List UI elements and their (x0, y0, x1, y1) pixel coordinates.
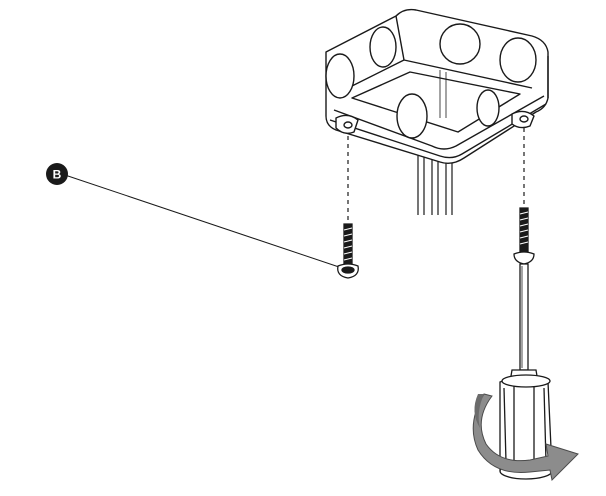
alignment-guides (347, 128, 525, 220)
callout-leader-line (61, 173, 343, 269)
callout-label: B (53, 168, 62, 182)
mounting-screw (337, 223, 359, 279)
junction-box (325, 8, 549, 165)
rotation-arrow (472, 393, 579, 482)
screwdriver (499, 207, 553, 480)
callout-badge: B (46, 163, 68, 185)
